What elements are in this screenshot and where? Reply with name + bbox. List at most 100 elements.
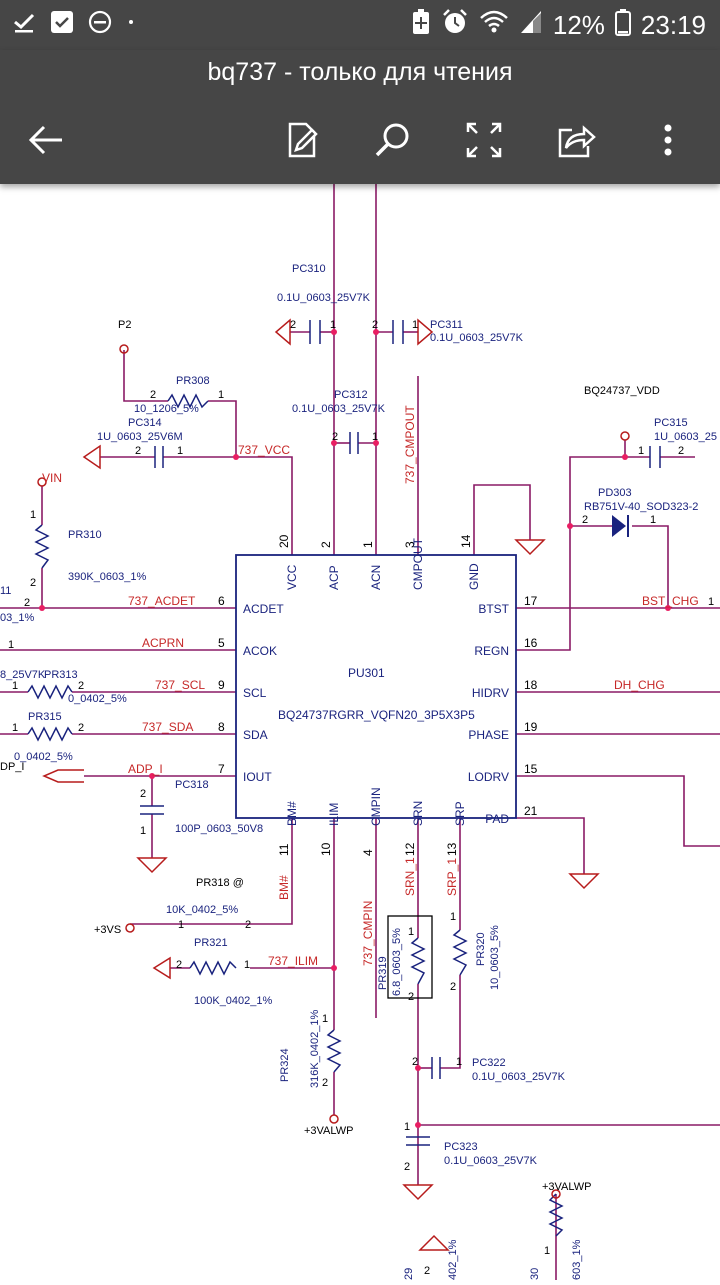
signal-icon	[519, 9, 543, 42]
ic-pin-name: ILIM	[327, 803, 341, 826]
ic-pin-number: 13	[445, 842, 459, 856]
svg-text:2: 2	[140, 788, 146, 800]
more-options-button[interactable]	[642, 114, 694, 166]
net-ilim: 737_ILIM	[268, 954, 318, 968]
back-button[interactable]	[20, 114, 72, 166]
pc312-value: 0.1U_0603_25V7K	[292, 403, 386, 415]
svg-text:2: 2	[78, 680, 84, 692]
ic-pin-name: SCL	[243, 686, 267, 700]
ic-pin-number: 20	[277, 534, 291, 548]
ic-pin-number: 19	[524, 720, 538, 734]
svg-text:1: 1	[12, 722, 18, 734]
svg-text:2: 2	[245, 919, 251, 931]
pr313-value: 0_0402_5%	[68, 693, 127, 705]
svg-text:2: 2	[322, 1077, 328, 1089]
ic-pin-number: 7	[218, 762, 225, 776]
svg-text:2: 2	[372, 319, 378, 331]
svg-text:2: 2	[332, 431, 338, 443]
svg-text:1: 1	[708, 596, 714, 608]
svg-text:1: 1	[178, 919, 184, 931]
fullscreen-button[interactable]	[458, 114, 510, 166]
svg-text:2: 2	[450, 981, 456, 993]
svg-text:2: 2	[404, 1161, 410, 1173]
net-dh: DH_CHG	[614, 678, 665, 692]
pr313-ref: PR313	[44, 669, 78, 681]
svg-text:2: 2	[412, 1056, 418, 1068]
search-button[interactable]	[366, 114, 418, 166]
net-bst: BST_CHG	[642, 594, 699, 608]
pc315-ref: PC315	[654, 417, 688, 429]
download-done-icon	[12, 10, 36, 40]
frag-left-2: 03_1%	[0, 612, 34, 624]
svg-text:2: 2	[582, 514, 588, 526]
net-adp: ADP_I	[128, 762, 163, 776]
p2-label: P2	[118, 319, 131, 331]
pr324-value: 316K_0402_1%	[309, 1009, 321, 1088]
svg-text:1: 1	[30, 509, 36, 521]
frag-bottom-1: 29	[403, 1268, 415, 1280]
frag-left-1: 8_25V7K	[0, 669, 46, 681]
svg-text:2: 2	[176, 959, 182, 971]
pc310-value: 0.1U_0603_25V7K	[277, 292, 371, 304]
ic-pin-name: SDA	[243, 728, 268, 742]
ic-pin-name: CMPOUT	[411, 537, 425, 590]
net-srn: SRN_1	[403, 857, 417, 896]
bq-vdd-label: BQ24737_VDD	[584, 385, 660, 397]
fullscreen-icon	[466, 122, 502, 158]
svg-text:2: 2	[150, 389, 156, 401]
battery-text: 12%	[552, 9, 605, 40]
pc311-ref: PC311	[430, 319, 463, 331]
svg-text:2: 2	[290, 319, 296, 331]
pc310-ref: PC310	[292, 263, 326, 275]
pc314-ref: PC314	[128, 417, 162, 429]
pd303-value: RB751V-40_SOD323-2	[584, 501, 698, 513]
p3vs-label: +3VS	[94, 924, 121, 936]
system-icons: 12% 23:19	[411, 8, 706, 42]
svg-text:1: 1	[456, 1056, 462, 1068]
svg-text:1: 1	[408, 926, 414, 938]
dot-icon	[126, 10, 136, 40]
ic-pin-number: 11	[277, 843, 291, 856]
net-cmpin: 737_CMPIN	[361, 901, 375, 966]
svg-text:1: 1	[450, 911, 456, 923]
ic-pin-name: HIDRV	[472, 686, 509, 700]
battery-icon	[614, 8, 631, 43]
ic-pin-name: ACP	[327, 565, 341, 590]
ic-pin-number: 18	[524, 678, 538, 692]
ic-pin-number: 4	[361, 849, 375, 856]
document-canvas[interactable]: PC310 0.1U_0603_25V7K PC311 0.1U_0603_25…	[0, 184, 720, 1280]
wifi-icon	[479, 9, 509, 42]
net-acdet: 737_ACDET	[128, 594, 196, 608]
ic-pin-name: GND	[467, 563, 481, 590]
pc312-ref: PC312	[334, 389, 368, 401]
ic-pin-number: 16	[524, 636, 538, 650]
pr324-ref: PR324	[279, 1048, 291, 1082]
net-scl: 737_SCL	[155, 678, 205, 692]
back-arrow-icon	[28, 125, 62, 155]
svg-text:2: 2	[678, 445, 684, 457]
pr320-value: 10_0603_5%	[489, 925, 501, 990]
net-acprn: ACPRN	[142, 636, 184, 650]
ic-pin-name: PAD	[485, 812, 509, 826]
ic-pin-number: 2	[319, 541, 333, 548]
svg-text:1: 1	[322, 1013, 328, 1025]
ic-pin-name: ACN	[369, 565, 383, 590]
svg-text:1: 1	[140, 825, 146, 837]
net-bm: BM#	[277, 875, 291, 900]
battery-saver-icon	[411, 8, 431, 43]
svg-text:2: 2	[424, 1265, 430, 1277]
ic-pin-number: 9	[218, 678, 225, 692]
edit-button[interactable]	[276, 114, 328, 166]
ic-pin-name: LODRV	[468, 770, 509, 784]
svg-text:1: 1	[177, 445, 183, 457]
screenshot-icon	[50, 10, 74, 40]
pr319-value: 6.8_0603_5%	[391, 928, 403, 996]
svg-text:2: 2	[78, 722, 84, 734]
schematic-drawing[interactable]: PC310 0.1U_0603_25V7K PC311 0.1U_0603_25…	[0, 184, 720, 1280]
app-bar: bq737 - только для чтения	[0, 50, 720, 184]
pc322-ref: PC322	[472, 1057, 506, 1069]
svg-text:1: 1	[244, 959, 250, 971]
ic-pin-number: 17	[524, 594, 538, 608]
ic-pin-number: 10	[319, 842, 333, 856]
share-button[interactable]	[550, 114, 602, 166]
